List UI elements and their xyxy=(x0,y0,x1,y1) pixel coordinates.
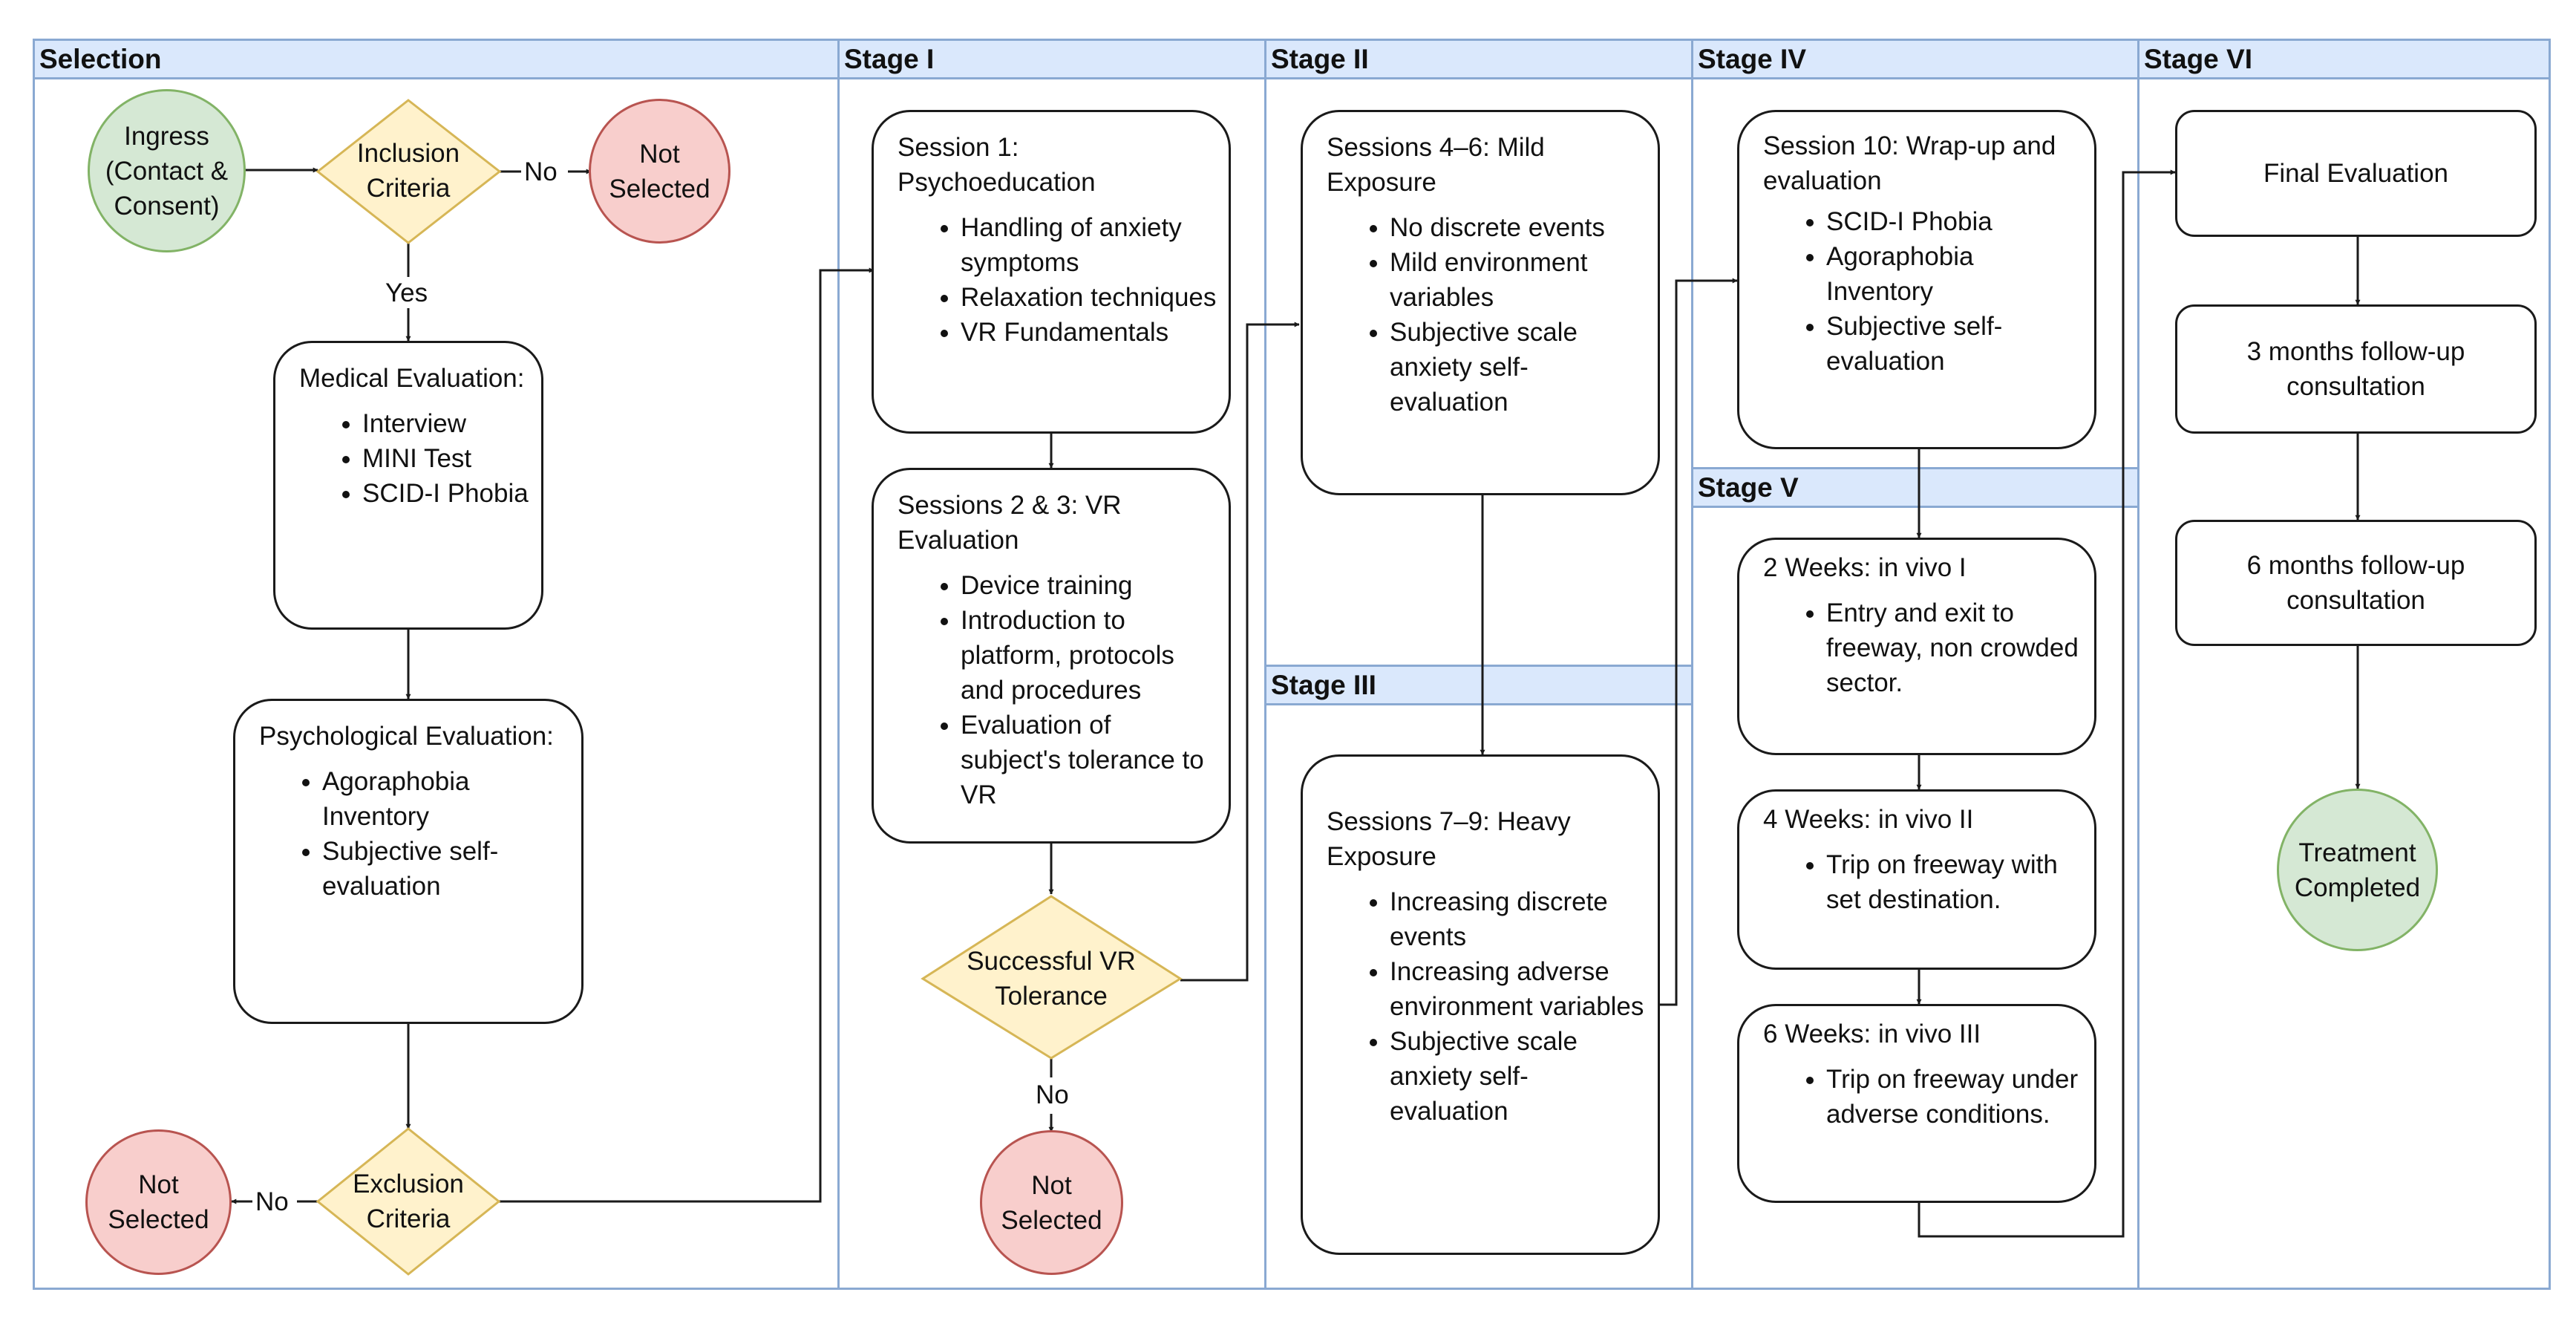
lane-header-stage-5: Stage V xyxy=(1691,467,2139,508)
week-6-title: 6 Weeks: in vivo III xyxy=(1763,1020,1981,1048)
end-treatment-completed-label: Treatment Completed xyxy=(2294,838,2421,902)
decision-vr-tolerance-shape xyxy=(921,895,1183,1060)
edge-tolerance-sessions46 xyxy=(1180,322,1300,982)
reject-inclusion-label: Not Selected xyxy=(609,139,710,203)
decision-inclusion-shape xyxy=(316,99,502,244)
list-item: Agoraphobia Inventory xyxy=(1826,239,2082,309)
list-item: MINI Test xyxy=(362,441,529,476)
sessions-2-3-title: Sessions 2 & 3: VR Evaluation xyxy=(898,491,1122,555)
list-item: Handling of anxiety symptoms xyxy=(961,210,1217,280)
psychological-evaluation-list: Agoraphobia Inventory Subjective self-ev… xyxy=(259,764,569,904)
lane-header-stage-2: Stage II xyxy=(1264,39,1693,79)
reject-exclusion-label: Not Selected xyxy=(108,1170,209,1234)
decision-inclusion-label: Inclusion Criteria xyxy=(356,139,460,203)
sessions-4-6-box: Sessions 4–6: Mild Exposure No discrete … xyxy=(1301,110,1660,495)
followup-6-months-label: 6 months follow-up consultation xyxy=(2246,551,2465,615)
session-1-list: Handling of anxiety symptoms Relaxation … xyxy=(898,210,1217,350)
decision-exclusion-shape xyxy=(316,1127,501,1276)
list-item: SCID-I Phobia xyxy=(362,476,529,511)
sessions-2-3-box: Sessions 2 & 3: VR Evaluation Device tra… xyxy=(872,468,1231,844)
session-10-box: Session 10: Wrap-up and evaluation SCID-… xyxy=(1737,110,2096,449)
psychological-evaluation-title: Psychological Evaluation: xyxy=(259,722,554,751)
session-1-box: Session 1: Psychoeducation Handling of a… xyxy=(872,110,1231,434)
session-10-title: Session 10: Wrap-up and evaluation xyxy=(1763,131,2056,195)
sessions-7-9-list: Increasing discrete events Increasing ad… xyxy=(1327,884,1646,1129)
week-4-title: 4 Weeks: in vivo II xyxy=(1763,805,1974,834)
lane-header-selection: Selection xyxy=(33,39,840,79)
sessions-4-6-list: No discrete events Mild environment vari… xyxy=(1327,210,1646,420)
sessions-4-6-title: Sessions 4–6: Mild Exposure xyxy=(1327,133,1545,197)
medical-evaluation-box: Medical Evaluation: Interview MINI Test … xyxy=(273,341,543,630)
followup-3-months-box: 3 months follow-up consultation xyxy=(2175,304,2537,434)
edge-label-no-exclusion: No xyxy=(252,1187,292,1217)
week-2-box: 2 Weeks: in vivo I Entry and exit to fre… xyxy=(1737,538,2096,755)
reject-inclusion: Not Selected xyxy=(589,99,730,244)
list-item: Trip on freeway with set destination. xyxy=(1826,847,2082,917)
edge-sessions79-session10 xyxy=(1659,278,1738,1006)
final-evaluation-label: Final Evaluation xyxy=(2263,159,2449,188)
week-4-list: Trip on freeway with set destination. xyxy=(1763,847,2082,917)
final-evaluation-box: Final Evaluation xyxy=(2175,110,2537,237)
list-item: Subjective self-evaluation xyxy=(1826,309,2082,379)
sessions-7-9-box: Sessions 7–9: Heavy Exposure Increasing … xyxy=(1301,754,1660,1255)
session-1-title: Session 1: Psychoeducation xyxy=(898,133,1096,197)
decision-exclusion-label: Exclusion Criteria xyxy=(353,1170,464,1233)
list-item: Agoraphobia Inventory xyxy=(322,764,569,834)
lane-header-stage-4: Stage IV xyxy=(1691,39,2139,79)
followup-3-months-label: 3 months follow-up consultation xyxy=(2246,337,2465,401)
list-item: Device training xyxy=(961,568,1217,603)
lane-header-stage-3: Stage III xyxy=(1264,665,1693,705)
edge-label-no-tolerance: No xyxy=(1033,1080,1072,1110)
list-item: Increasing discrete events xyxy=(1390,884,1646,954)
reject-vr-tolerance: Not Selected xyxy=(980,1130,1123,1275)
sessions-7-9-title: Sessions 7–9: Heavy Exposure xyxy=(1327,807,1571,871)
edge-label-no-inclusion: No xyxy=(521,157,560,187)
medical-evaluation-title: Medical Evaluation: xyxy=(299,364,525,393)
start-ingress: Ingress (Contact & Consent) xyxy=(88,89,246,252)
sessions-2-3-list: Device training Introduction to platform… xyxy=(898,568,1217,812)
reject-exclusion: Not Selected xyxy=(85,1129,232,1275)
edge-exclusion-session1 xyxy=(499,267,875,1203)
reject-vr-tolerance-label: Not Selected xyxy=(1001,1170,1102,1235)
list-item: Evaluation of subject's tolerance to VR xyxy=(961,708,1217,812)
week-6-list: Trip on freeway under adverse conditions… xyxy=(1763,1062,2082,1132)
list-item: No discrete events xyxy=(1390,210,1646,245)
decision-exclusion: Exclusion Criteria xyxy=(327,1164,490,1239)
decision-vr-tolerance: Successful VR Tolerance xyxy=(958,939,1145,1017)
list-item: SCID-I Phobia xyxy=(1826,204,2082,239)
list-item: Interview xyxy=(362,406,529,441)
lane-header-stage-6: Stage VI xyxy=(2137,39,2551,79)
psychological-evaluation-box: Psychological Evaluation: Agoraphobia In… xyxy=(233,699,583,1024)
edge-week6-final xyxy=(1918,169,2176,1238)
medical-evaluation-list: Interview MINI Test SCID-I Phobia xyxy=(299,406,529,511)
week-4-box: 4 Weeks: in vivo II Trip on freeway with… xyxy=(1737,789,2096,970)
list-item: Subjective self-evaluation xyxy=(322,834,569,904)
list-item: Introduction to platform, protocols and … xyxy=(961,603,1217,708)
list-item: Mild environment variables xyxy=(1390,245,1646,315)
list-item: Trip on freeway under adverse conditions… xyxy=(1826,1062,2082,1132)
list-item: Increasing adverse environment variables xyxy=(1390,954,1646,1024)
decision-vr-tolerance-label: Successful VR Tolerance xyxy=(967,946,1136,1011)
session-10-list: SCID-I Phobia Agoraphobia Inventory Subj… xyxy=(1763,204,2082,379)
lane-header-stage-1: Stage I xyxy=(837,39,1266,79)
week-6-box: 6 Weeks: in vivo III Trip on freeway und… xyxy=(1737,1004,2096,1203)
edge-label-yes: Yes xyxy=(382,278,431,308)
week-2-list: Entry and exit to freeway, non crowded s… xyxy=(1763,596,2082,700)
list-item: Subjective scale anxiety self-evaluation xyxy=(1390,315,1646,420)
end-treatment-completed: Treatment Completed xyxy=(2277,789,2438,951)
list-item: Subjective scale anxiety self-evaluation xyxy=(1390,1024,1646,1129)
list-item: Entry and exit to freeway, non crowded s… xyxy=(1826,596,2082,700)
followup-6-months-box: 6 months follow-up consultation xyxy=(2175,520,2537,646)
list-item: Relaxation techniques xyxy=(961,280,1217,315)
week-2-title: 2 Weeks: in vivo I xyxy=(1763,553,1967,582)
decision-inclusion: Inclusion Criteria xyxy=(327,134,490,208)
start-ingress-label: Ingress (Contact & Consent) xyxy=(105,121,229,221)
list-item: VR Fundamentals xyxy=(961,315,1217,350)
